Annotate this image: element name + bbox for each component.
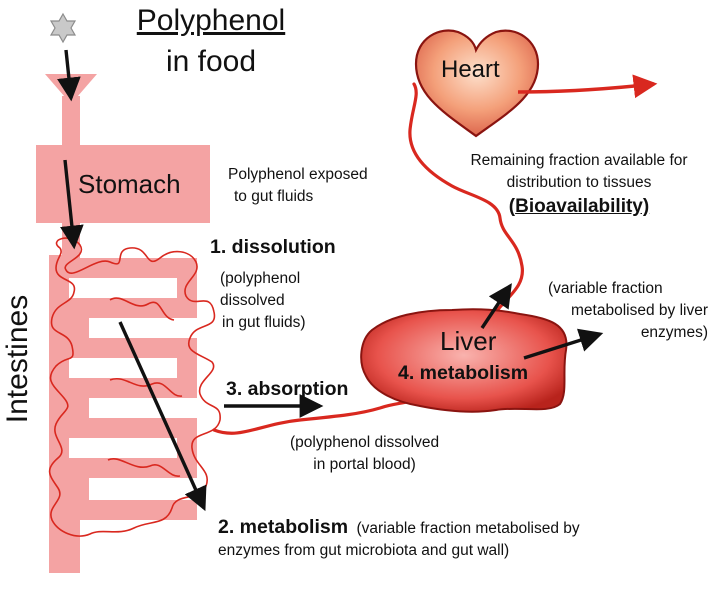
arrow-liver-metabolism [523, 328, 604, 360]
liver-note: (variable fraction metabolised by liver … [544, 280, 708, 341]
remaining-note-line-2: distribution to tissues [506, 173, 652, 191]
exposed-note-line-2: to gut fluids [234, 187, 314, 205]
exposed-note: Polyphenol exposed to gut fluids [228, 166, 368, 206]
dissolution-note: (polyphenol dissolved in gut fluids) [220, 270, 306, 331]
liver-note-line-2: metabolised by liver [571, 301, 708, 319]
arrow-food-to-funnel [57, 49, 81, 102]
digestive-tract [36, 74, 210, 573]
exposed-note-line-1: Polyphenol exposed [228, 166, 368, 183]
stomach-label: Stomach [78, 169, 181, 199]
title-line-2: in food [165, 44, 257, 78]
absorption-note-line-2: in portal blood) [313, 455, 416, 473]
process-arrows [57, 49, 604, 512]
absorption-note: (polyphenol dissolved in portal blood) [290, 434, 439, 474]
stomach-block [36, 145, 210, 223]
title-line-1: Polyphenol [136, 4, 286, 37]
arrow-liver-to-heart [480, 283, 512, 329]
liver-note-line-3: enzymes) [640, 323, 708, 341]
heart-label: Heart [441, 56, 500, 83]
title-block: Polyphenol in food [124, 4, 298, 79]
arrow-gut-metabolism [118, 321, 207, 512]
oesophagus [62, 96, 80, 148]
step-liver-metabolism: 4. metabolism [398, 362, 529, 384]
bioavailability-open-paren: ( [508, 195, 516, 217]
bioavailability-label: Bioavailability) [515, 195, 650, 217]
circulation-arrow [517, 74, 658, 99]
heart-shape [414, 29, 540, 138]
gut-metabolism-note-line-2: enzymes from gut microbiota and gut wall… [218, 542, 510, 560]
remaining-note-line-1: Remaining fraction available for [470, 152, 688, 169]
hepatic-vein [408, 82, 524, 324]
dissolution-note-line-2: dissolved [220, 291, 285, 309]
dissolution-note-line-1: (polyphenol [220, 270, 301, 287]
remaining-note: Remaining fraction available for distrib… [448, 152, 710, 217]
absorption-note-line-1: (polyphenol dissolved [290, 434, 440, 451]
liver-note-line-1: (variable fraction [548, 280, 663, 297]
step-absorption: 3. absorption [226, 378, 349, 400]
step-gut-metabolism-block: 2. metabolism (variable fraction metabol… [218, 516, 580, 560]
step-gut-metabolism: 2. metabolism [218, 516, 349, 538]
dissolution-note-line-3: in gut fluids) [222, 313, 306, 331]
gut-metabolism-note-line-1: (variable fraction metabolised by [356, 520, 580, 537]
liver-shape [360, 308, 568, 413]
arrow-stomach-to-intestine [60, 159, 84, 250]
intestines-label: Intestines [1, 294, 34, 424]
bioavailability-line: (Bioavailability) [448, 196, 710, 218]
intestine-loops [49, 255, 197, 573]
star-icon [49, 12, 77, 44]
portal-vein [212, 394, 422, 435]
step-dissolution: 1. dissolution [210, 236, 336, 258]
liver-label: Liver [440, 326, 497, 356]
